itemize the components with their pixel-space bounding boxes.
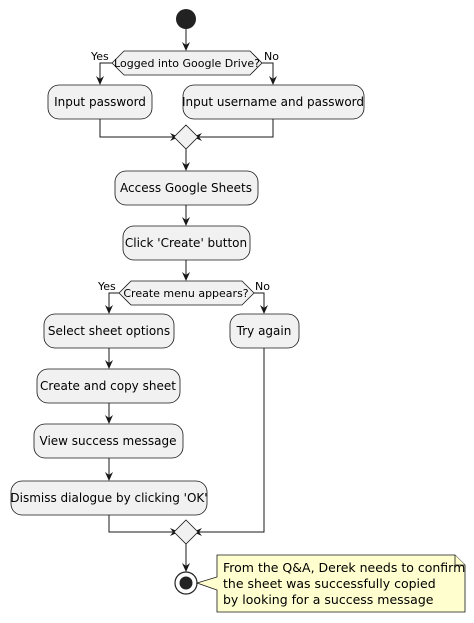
- note-line-1: From the Q&A, Derek needs to confirm: [223, 560, 465, 575]
- decision-menu-appears-question: Create menu appears?: [123, 287, 248, 300]
- action-view-success-label: View success message: [40, 434, 177, 448]
- decision-menu-appears-yes-label: Yes: [97, 280, 116, 293]
- action-access-sheets-label: Access Google Sheets: [120, 181, 252, 195]
- action-input-password: Input password: [47, 84, 153, 120]
- action-select-options: Select sheet options: [43, 313, 175, 349]
- action-click-create: Click 'Create' button: [122, 225, 251, 261]
- decision-menu-appears: Create menu appears?: [118, 280, 255, 306]
- decision-logged-in-no-label: No: [264, 50, 279, 63]
- note-line-3: by looking for a success message: [223, 592, 434, 607]
- action-try-again-label: Try again: [236, 324, 292, 338]
- note-line-2: the sheet was successfully copied: [223, 576, 436, 591]
- decision-logged-in-question: Logged into Google Drive?: [114, 57, 260, 70]
- action-dismiss: Dismiss dialogue by clicking 'OK': [10, 480, 208, 516]
- end-node: [174, 571, 198, 595]
- note: From the Q&A, Derek needs to confirm the…: [195, 554, 466, 613]
- action-click-create-label: Click 'Create' button: [125, 236, 247, 250]
- action-create-copy-label: Create and copy sheet: [40, 379, 176, 393]
- start-node: [176, 9, 196, 29]
- action-dismiss-label: Dismiss dialogue by clicking 'OK': [10, 491, 207, 505]
- action-try-again: Try again: [229, 313, 300, 349]
- decision-logged-in-yes-label: Yes: [90, 50, 109, 63]
- action-select-options-label: Select sheet options: [48, 324, 170, 338]
- action-create-copy: Create and copy sheet: [36, 368, 181, 404]
- action-input-password-label: Input password: [54, 95, 146, 109]
- merge-diamond-2: [173, 519, 199, 545]
- action-input-username-password: Input username and password: [182, 84, 365, 120]
- decision-logged-in: Logged into Google Drive?: [111, 50, 263, 76]
- action-input-username-password-label: Input username and password: [182, 95, 364, 109]
- action-view-success: View success message: [33, 423, 184, 459]
- decision-menu-appears-no-label: No: [255, 280, 270, 293]
- merge-diamond-1: [173, 124, 199, 150]
- action-access-sheets: Access Google Sheets: [114, 170, 259, 206]
